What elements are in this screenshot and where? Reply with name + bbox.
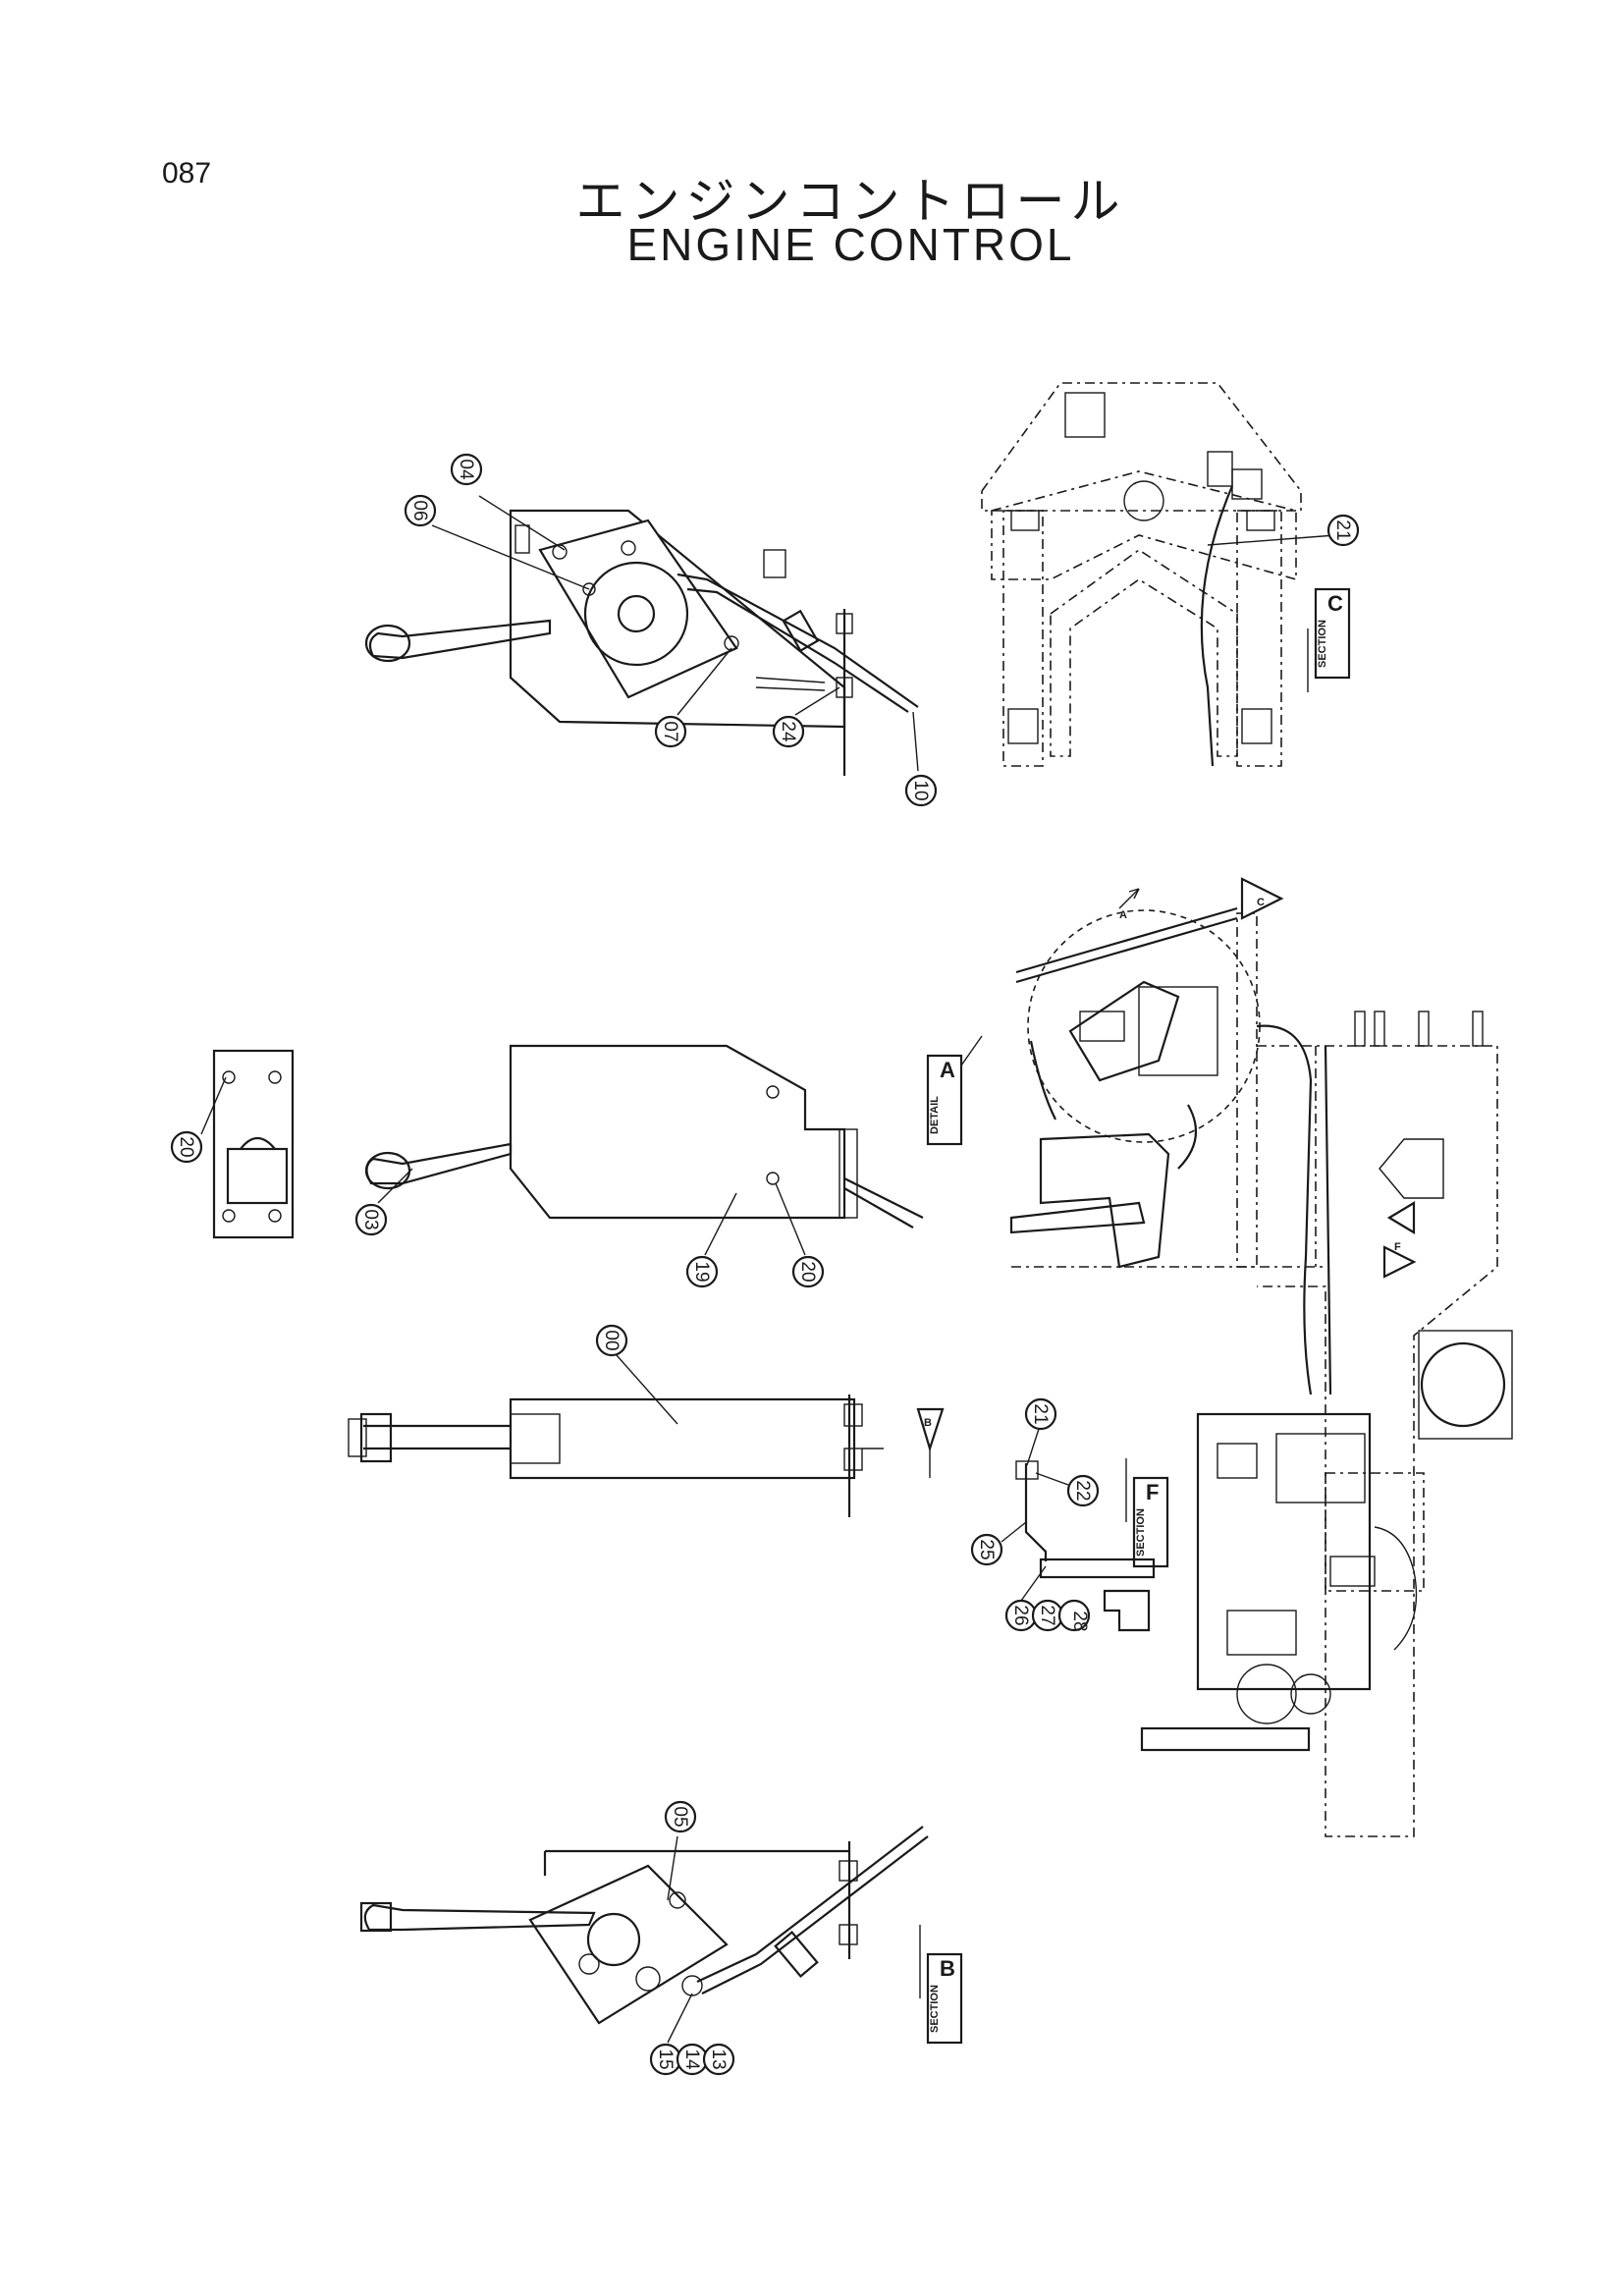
callout-24: 24 — [772, 686, 840, 748]
callout-25: 25 — [970, 1521, 1027, 1566]
svg-text:B: B — [940, 1956, 955, 1981]
svg-text:B: B — [924, 1417, 932, 1429]
svg-text:SECTION: SECTION — [1317, 620, 1328, 668]
callout-27: 27 — [1031, 1599, 1064, 1632]
svg-text:24: 24 — [778, 721, 798, 742]
svg-text:13: 13 — [708, 2049, 729, 2069]
lever-assembly-top-view — [364, 509, 919, 776]
callout-28: 28 — [1057, 1599, 1091, 1632]
svg-text:C: C — [1257, 897, 1265, 908]
view-marker-f: F — [1382, 1201, 1417, 1279]
svg-text:SECTION: SECTION — [1135, 1508, 1147, 1557]
callout-04: 04 — [450, 453, 566, 551]
svg-text:F: F — [1394, 1241, 1401, 1253]
callout-07: 07 — [654, 647, 732, 748]
view-marker-b: B — [916, 1407, 945, 1478]
callout-20-plate: 20 — [170, 1076, 227, 1164]
callout-19: 19 — [685, 1192, 737, 1288]
svg-text:03: 03 — [360, 1209, 381, 1230]
svg-text:28: 28 — [1069, 1611, 1090, 1631]
svg-text:21: 21 — [1332, 519, 1353, 540]
callout-21-top: 21 — [1326, 514, 1360, 547]
callout-03: 03 — [354, 1168, 413, 1236]
svg-text:20: 20 — [176, 1136, 196, 1157]
svg-text:A: A — [1119, 909, 1127, 921]
svg-text:04: 04 — [456, 459, 476, 480]
svg-text:21: 21 — [1030, 1403, 1051, 1424]
cover-plate-view — [212, 1049, 295, 1239]
callout-06: 06 — [404, 494, 590, 590]
svg-text:C: C — [1327, 591, 1343, 616]
svg-text:22: 22 — [1072, 1480, 1093, 1501]
svg-text:20: 20 — [797, 1261, 818, 1282]
svg-text:DETAIL: DETAIL — [929, 1096, 941, 1134]
mounting-bracket-view — [1015, 1460, 1156, 1632]
section-b-tag: B SECTION — [919, 1925, 963, 2045]
svg-text:14: 14 — [681, 2049, 702, 2070]
svg-text:00: 00 — [601, 1330, 622, 1350]
svg-text:SECTION: SECTION — [929, 1985, 941, 2033]
svg-text:06: 06 — [409, 500, 430, 520]
svg-text:27: 27 — [1037, 1605, 1057, 1625]
frame-section-view — [981, 382, 1336, 767]
section-c-tag: C SECTION — [1307, 587, 1351, 692]
page-number: 087 — [162, 157, 212, 190]
section-f-tag: F SECTION — [1125, 1458, 1169, 1568]
detail-a-tag: A DETAIL — [926, 1035, 983, 1146]
callout-10: 10 — [904, 711, 938, 807]
svg-text:05: 05 — [670, 1806, 690, 1827]
callout-00: 00 — [595, 1324, 678, 1425]
callout-15: 15 — [649, 1993, 693, 2076]
title-japanese: エンジンコントロール — [575, 174, 1126, 229]
enclosure-top-view — [348, 1394, 884, 1517]
title-english: ENGINE CONTROL — [626, 219, 1075, 270]
svg-text:19: 19 — [691, 1261, 712, 1282]
svg-text:07: 07 — [660, 721, 680, 741]
svg-text:25: 25 — [976, 1539, 997, 1559]
machine-overview — [1009, 906, 1513, 1837]
callout-05: 05 — [664, 1800, 697, 1901]
svg-text:15: 15 — [655, 2049, 676, 2069]
callout-21-bracket: 21 — [1024, 1397, 1057, 1466]
enclosure-side-view — [364, 1044, 924, 1229]
callout-13: 13 — [702, 2043, 735, 2076]
svg-text:26: 26 — [1010, 1605, 1031, 1625]
svg-text:A: A — [940, 1058, 955, 1082]
callout-14: 14 — [676, 2043, 709, 2076]
lever-assembly-section-b — [359, 1826, 929, 2025]
callout-20-enclosure: 20 — [775, 1182, 825, 1288]
view-marker-c: C — [1240, 877, 1284, 920]
svg-text:F: F — [1146, 1480, 1159, 1504]
svg-text:10: 10 — [910, 780, 931, 800]
view-marker-a: A — [1118, 888, 1140, 921]
callout-22: 22 — [1035, 1472, 1100, 1507]
